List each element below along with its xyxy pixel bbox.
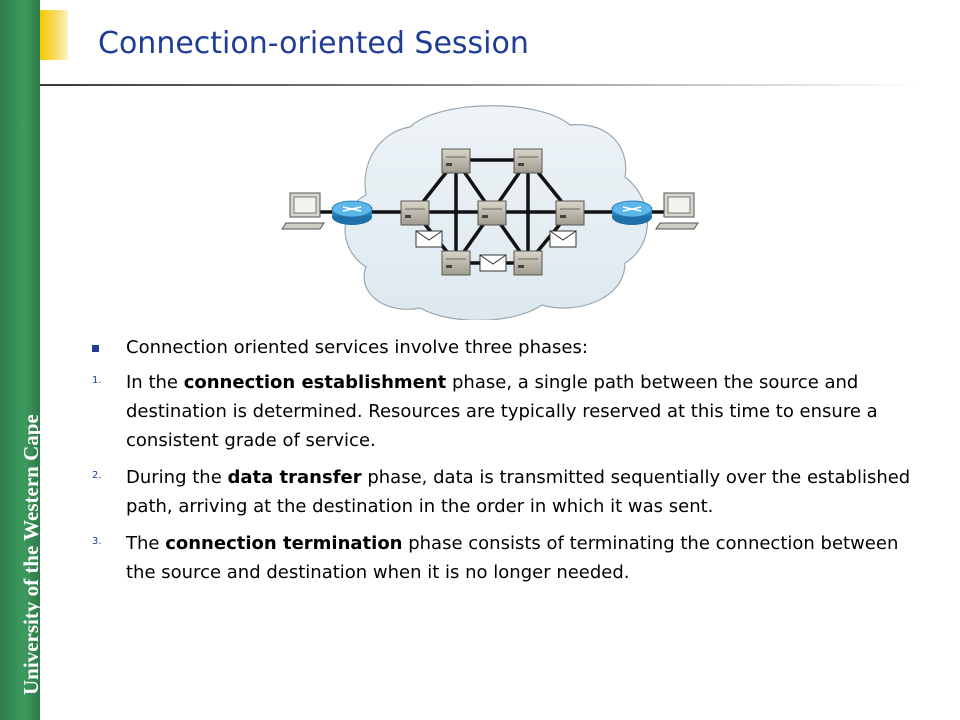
network-diagram [281, 105, 699, 320]
intro-text: Connection oriented services involve thr… [126, 337, 588, 358]
phase-list: 1. In the connection establishment phase… [92, 368, 912, 587]
switch-icon [555, 200, 585, 226]
phase-keyword: connection establishment [183, 372, 447, 393]
phase-item: 1. In the connection establishment phase… [92, 368, 912, 455]
intro-item: Connection oriented services involve thr… [92, 334, 912, 362]
envelope-icon [415, 230, 443, 248]
bullet-square-icon [92, 345, 99, 352]
phase-text: phase, data is transmitted sequentially … [126, 467, 911, 517]
phase-text: phase, a single path between the source … [126, 372, 878, 451]
computer-icon [281, 192, 325, 230]
phase-text: During the [126, 467, 228, 488]
phase-text: The [126, 533, 166, 554]
switch-icon [441, 148, 471, 174]
phase-item: 2. During the data transfer phase, data … [92, 463, 912, 521]
switch-icon [400, 200, 430, 226]
sidebar-banner: University of the Western Cape [0, 0, 43, 720]
title-accent-bar [40, 10, 68, 60]
phase-text: phase consists of terminating the connec… [126, 533, 899, 583]
switch-icon [477, 200, 507, 226]
computer-icon [655, 192, 699, 230]
page-title: Connection-oriented Session [98, 26, 529, 61]
phase-number: 3. [92, 536, 102, 547]
phase-item: 3. The connection termination phase cons… [92, 529, 912, 587]
router-icon [331, 200, 373, 225]
university-name: University of the Western Cape [19, 414, 43, 695]
switch-icon [513, 250, 543, 276]
switch-icon [513, 148, 543, 174]
phase-keyword: connection termination [165, 533, 403, 554]
slide-body: Connection oriented services involve thr… [92, 334, 912, 595]
router-icon [611, 200, 653, 225]
phase-number: 1. [92, 375, 102, 386]
phase-text: In the [126, 372, 184, 393]
phase-keyword: data transfer [227, 467, 362, 488]
switch-icon [441, 250, 471, 276]
envelope-icon [479, 254, 507, 272]
envelope-icon [549, 230, 577, 248]
phase-number: 2. [92, 470, 102, 481]
title-divider [40, 84, 920, 86]
